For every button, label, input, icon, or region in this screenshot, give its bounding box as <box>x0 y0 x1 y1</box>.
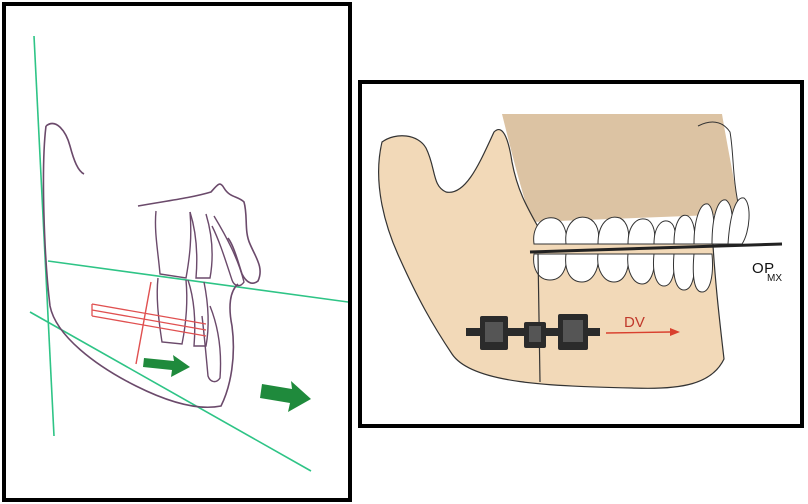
distractor-rod-lower <box>91 315 207 337</box>
mandible-drawing <box>378 114 783 389</box>
distraction-device <box>466 314 600 350</box>
upper-teeth <box>533 197 750 245</box>
mandible-outline <box>42 125 239 409</box>
occlusal-plane-label: OP <box>752 260 775 277</box>
maxilla-shape <box>502 114 740 222</box>
distraction-vector-arrow <box>605 328 680 336</box>
distraction-vector-label: DV <box>624 314 645 331</box>
mandibular-plane-line <box>29 311 312 472</box>
lower-premolar-outline <box>187 279 209 347</box>
horizontal-reference-line <box>47 260 348 303</box>
osteotomy-line <box>537 253 541 383</box>
upper-incisor-outline <box>211 215 245 287</box>
mandible-illustration-panel: OP MX DV <box>358 80 804 428</box>
occlusal-plane-line <box>529 242 783 254</box>
distractor-rod-middle <box>91 309 207 331</box>
movement-arrow-small <box>143 355 190 377</box>
lower-molar-outline <box>156 277 188 345</box>
osteotomy-line <box>135 281 152 365</box>
lower-teeth <box>533 253 713 293</box>
tracing-drawing <box>29 35 348 472</box>
upper-molar-outline <box>154 210 192 279</box>
occlusal-plane-subscript: MX <box>767 273 782 284</box>
maxilla-contour <box>697 121 741 213</box>
ramus-notch-outline <box>45 122 85 175</box>
distractor-rod-upper <box>91 303 207 325</box>
upper-premolar-outline <box>189 211 213 279</box>
lower-incisor-outline <box>201 305 222 383</box>
maxilla-outline <box>137 183 261 284</box>
cephalometric-tracing-panel <box>2 2 352 502</box>
movement-arrow-large <box>260 381 311 412</box>
